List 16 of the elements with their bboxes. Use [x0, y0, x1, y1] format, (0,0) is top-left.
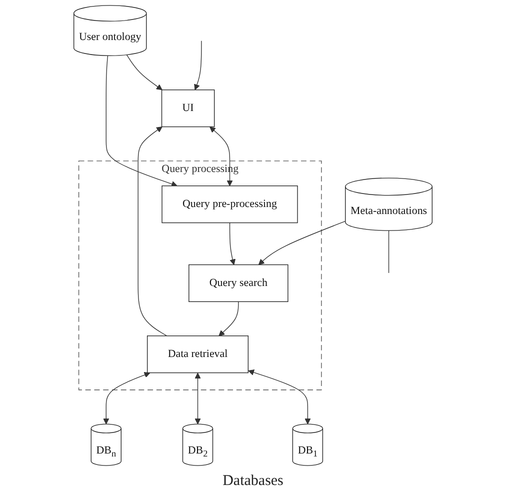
arrow — [126, 54, 162, 90]
arrow — [138, 126, 168, 336]
arrow — [218, 301, 239, 336]
arrow — [258, 220, 346, 266]
arrow — [106, 55, 178, 187]
arrow — [194, 372, 201, 424]
node-box: Data retrieval — [146, 336, 249, 374]
caption-text: Databases — [222, 473, 284, 490]
arrow — [248, 370, 311, 424]
connector — [388, 230, 390, 274]
node-box: Query pre-processing — [162, 186, 298, 224]
arrow — [194, 40, 202, 90]
arrow — [103, 372, 150, 424]
arrow — [229, 222, 236, 266]
node-box: UI — [161, 90, 215, 128]
node-box: Query search — [188, 264, 288, 302]
